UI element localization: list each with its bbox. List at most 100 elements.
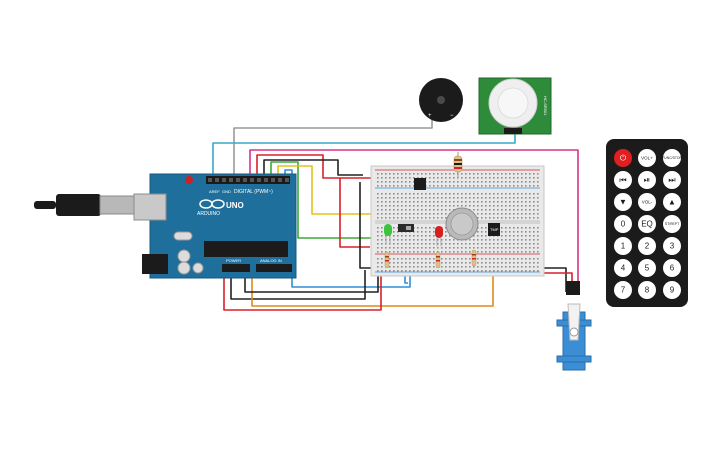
wire-red-mid[interactable] — [339, 178, 370, 248]
servo-motor[interactable] — [556, 281, 592, 371]
remote-button-label: 2 — [645, 242, 650, 251]
slide-switch-knob[interactable] — [406, 226, 411, 230]
crystal — [173, 231, 193, 241]
remote-button-9[interactable]: 9 — [663, 281, 681, 299]
remote-button-up[interactable]: ▲ — [663, 193, 681, 211]
servo-connector — [566, 281, 580, 295]
remote-button-circle — [663, 281, 681, 299]
remote-button-circle — [614, 193, 632, 211]
remote-button-label: 9 — [670, 286, 675, 295]
analog-header — [256, 264, 292, 272]
remote-button-label: ST/REPT — [665, 222, 679, 226]
remote-button-vol-[interactable]: VOL+ — [638, 149, 656, 167]
servo-mount-bottom — [556, 355, 592, 363]
rewind-icon: ⏮ — [619, 176, 626, 185]
wire-teal-pir[interactable] — [212, 133, 516, 178]
remote-button-label: VOL+ — [641, 156, 653, 161]
aref-label: AREF — [209, 189, 220, 194]
remote-button-1[interactable]: 1 — [614, 237, 632, 255]
remote-button-circle — [638, 215, 656, 233]
remote-button-7[interactable]: 7 — [614, 281, 632, 299]
capacitor-2 — [177, 261, 191, 275]
arduino-uno[interactable]: DIGITAL (PWM~) AREF GND ARDUINO UNO POWE… — [133, 173, 297, 279]
remote-button-circle — [663, 237, 681, 255]
remote-button-circle — [638, 149, 656, 167]
sensor-module[interactable] — [445, 207, 479, 241]
remote-button-fast-forward[interactable]: ⏭ — [663, 171, 681, 189]
remote-button-power[interactable]: ⏻ — [614, 149, 632, 167]
remote-button-circle — [638, 259, 656, 277]
remote-button-label: 0 — [621, 220, 626, 229]
wire-pink-top[interactable] — [249, 149, 579, 295]
remote-button-label: 4 — [621, 264, 626, 273]
remote-button-func-stop[interactable]: FUNC/STOP — [662, 149, 683, 167]
atmega-chip — [204, 241, 288, 257]
pir-pins — [504, 128, 522, 134]
wire-red-bottom[interactable] — [223, 270, 382, 311]
remote-button-rewind[interactable]: ⏮ — [614, 171, 632, 189]
remote-button-circle — [638, 237, 656, 255]
remote-button-2[interactable]: 2 — [638, 237, 656, 255]
ir-remote[interactable]: ⏻ VOL+ FUNC/STOP ⏮ ⏯ ⏭ ▼ VOL- ▲ 0 EQ ST/REPT 1 2 3 4 5 6 7… — [606, 139, 688, 307]
buzzer-hole — [437, 96, 445, 104]
capacitor-3 — [192, 262, 204, 274]
remote-button-eq[interactable]: EQ — [638, 215, 656, 233]
remote-button-down[interactable]: ▼ — [614, 193, 632, 211]
remote-button-8[interactable]: 8 — [638, 281, 656, 299]
wire-green[interactable] — [270, 161, 385, 239]
resistor-2[interactable] — [435, 251, 441, 269]
led-red[interactable] — [435, 226, 443, 246]
wire-black-bottom[interactable] — [230, 270, 366, 300]
power-header — [222, 264, 250, 272]
remote-buttons: ⏻ VOL+ FUNC/STOP ⏮ ⏯ ⏭ ▼ VOL- ▲ 0 EQ ST/REPT 1 2 3 4 5 6 7… — [614, 149, 683, 299]
power-jack — [142, 254, 168, 274]
remote-button-label: 5 — [645, 264, 650, 273]
remote-button-0[interactable]: 0 — [614, 215, 632, 233]
piezo-buzzer[interactable]: + − — [419, 78, 463, 122]
ic-small[interactable] — [414, 178, 426, 190]
resistor-1[interactable] — [384, 251, 390, 269]
power-icon: ⏻ — [620, 154, 627, 163]
usb-cable-body — [56, 194, 101, 216]
remote-button-vol-[interactable]: VOL- — [638, 193, 656, 211]
remote-button-circle — [638, 281, 656, 299]
led-green[interactable] — [384, 224, 392, 244]
wire-orange[interactable] — [251, 262, 494, 307]
remote-button-play-pause[interactable]: ⏯ — [638, 171, 656, 189]
remote-button-label: 6 — [670, 264, 675, 273]
remote-button-6[interactable]: 6 — [663, 259, 681, 277]
wire-black-top[interactable] — [263, 159, 363, 178]
remote-button-circle — [614, 149, 632, 167]
digital-label: DIGITAL (PWM~) — [234, 189, 273, 195]
play-pause-icon: ⏯ — [644, 176, 650, 185]
resistor-3[interactable] — [471, 249, 477, 267]
remote-button-circle — [614, 215, 632, 233]
usb-cable — [34, 194, 137, 216]
remote-button-st-rept[interactable]: ST/REPT — [663, 215, 681, 233]
reset-button[interactable] — [185, 176, 193, 184]
remote-button-3[interactable]: 3 — [663, 237, 681, 255]
usb-cable-cord — [34, 201, 56, 209]
pir-sensor[interactable]: HC-SR501 — [478, 77, 552, 135]
remote-button-5[interactable]: 5 — [638, 259, 656, 277]
transistor[interactable]: TMP — [488, 223, 500, 236]
remote-button-circle — [614, 281, 632, 299]
remote-button-circle — [663, 215, 681, 233]
remote-button-label: 7 — [621, 286, 626, 295]
remote-button-label: 3 — [670, 242, 675, 251]
remote-button-circle — [663, 193, 681, 211]
resistor-top[interactable] — [453, 152, 463, 178]
model-label: UNO — [226, 201, 244, 210]
remote-button-label: VOL- — [642, 200, 653, 205]
remote-button-circle — [663, 259, 681, 277]
capacitor-1 — [177, 249, 191, 263]
remote-button-circle — [663, 171, 681, 189]
wire-yellow[interactable] — [277, 165, 420, 215]
wire-gray-buzzer[interactable] — [233, 117, 433, 178]
remote-button-circle — [614, 259, 632, 277]
remote-button-circle — [638, 193, 656, 211]
wire-red-top[interactable] — [256, 154, 371, 179]
remote-button-4[interactable]: 4 — [614, 259, 632, 277]
wire-black-power[interactable] — [244, 270, 379, 293]
